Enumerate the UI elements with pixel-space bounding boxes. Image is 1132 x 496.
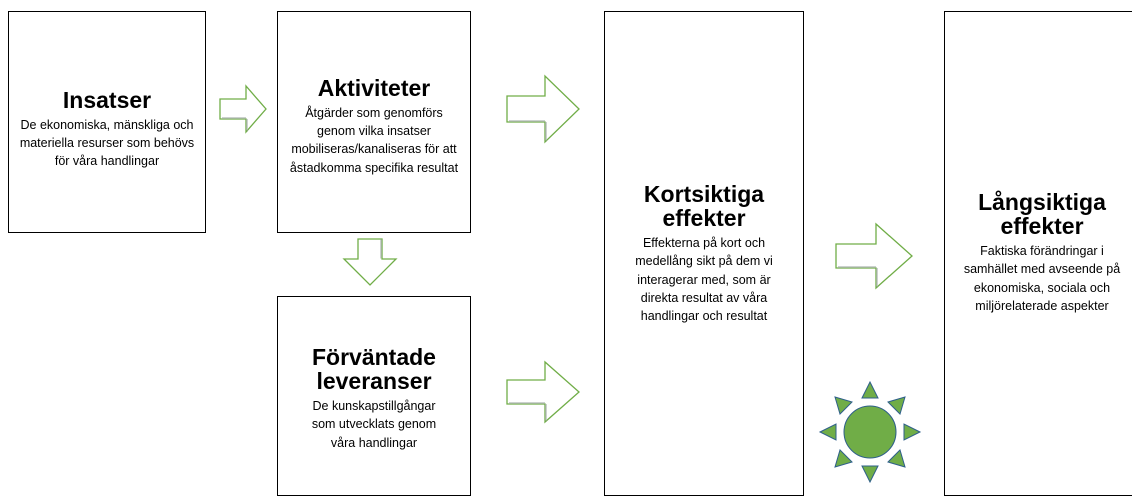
kortsiktiga-effekter-box: Kortsiktiga effekter Effekterna på kort … <box>604 11 804 496</box>
kortsiktiga-effekter-description: Effekterna på kort och medellång sikt på… <box>635 236 773 323</box>
insatser-title: Insatser <box>62 87 152 113</box>
langsiktiga-effekter-description: Faktiska förändringar i samhället med av… <box>963 244 1121 313</box>
aktiviteter-box: Aktiviteter Åtgärder som genomförs genom… <box>277 11 471 233</box>
arrow-down-icon <box>342 237 398 287</box>
sun-icon <box>818 380 922 484</box>
langsiktiga-effekter-box: Långsiktiga effekter Faktiska förändring… <box>944 11 1132 496</box>
arrow-right-icon <box>834 222 914 290</box>
arrow-right-icon <box>505 74 581 144</box>
forvantade-leveranser-title: Förväntade leveranser <box>312 344 436 395</box>
kortsiktiga-effekter-title: Kortsiktiga effekter <box>643 181 765 232</box>
insatser-box: Insatser De ekonomiska, mänskliga och ma… <box>8 11 206 233</box>
forvantade-leveranser-description: De kunskapstillgångar som utvecklats gen… <box>311 399 437 450</box>
arrow-right-icon <box>505 360 581 424</box>
aktiviteter-title: Aktiviteter <box>317 75 431 101</box>
insatser-description: De ekonomiska, mänskliga och materiella … <box>19 118 195 169</box>
aktiviteter-description: Åtgärder som genomförs genom vilka insat… <box>289 106 459 175</box>
langsiktiga-effekter-title: Långsiktiga effekter <box>978 189 1106 240</box>
forvantade-leveranser-box: Förväntade leveranser De kunskapstillgån… <box>277 296 471 496</box>
arrow-right-icon <box>218 84 268 134</box>
